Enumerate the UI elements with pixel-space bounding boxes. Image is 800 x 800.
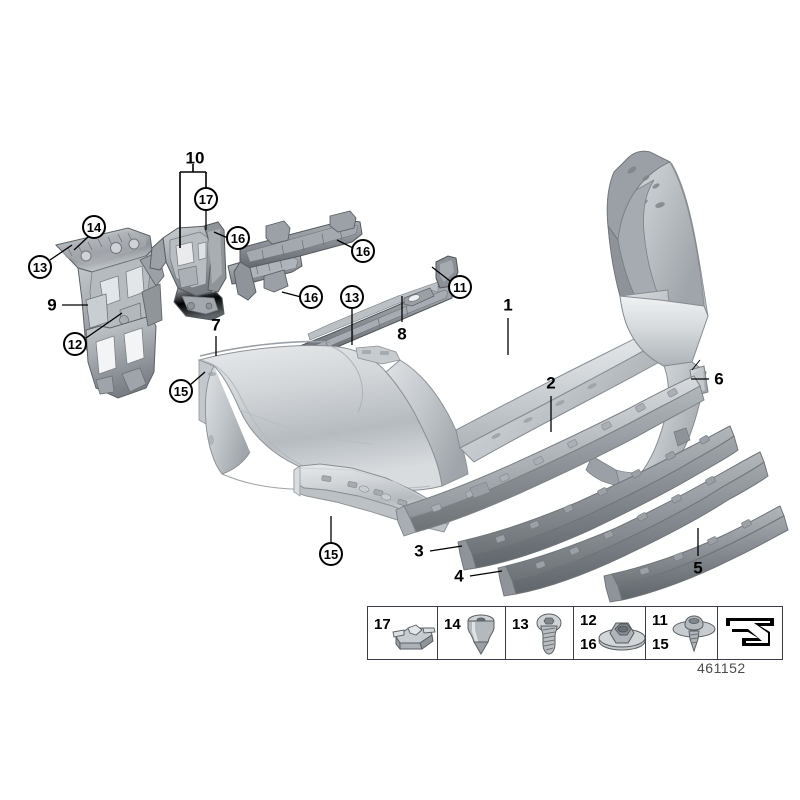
callout-leader-lines: [49, 211, 709, 577]
leader-line-16: [281, 291, 302, 298]
callout-7: 7: [211, 315, 221, 335]
legend-cell-11-15: 11 15: [646, 607, 718, 659]
callout-16-circled: 16: [351, 239, 375, 263]
legend-label-15: 15: [652, 636, 669, 653]
leader-line-4: [469, 570, 503, 577]
plastic-push-rivet-icon: [672, 615, 716, 653]
part-2-lower-bumper-trim-strip-upper: [395, 375, 705, 537]
upper-guide-rail: [233, 210, 363, 301]
leader-line-15: [189, 371, 206, 386]
part-5-bumper-trim-strip-bottom: [603, 505, 789, 603]
part-10-bumper-guide-mounting-assembly: [149, 221, 303, 321]
legend-label-17: 17: [374, 616, 391, 633]
part-8-impact-carrier-crossmember: [285, 255, 459, 389]
part-4-bumper-trim-strip-lower: [497, 451, 769, 597]
legend-cell-12-16: 12 16: [574, 607, 646, 659]
legend-label-14: 14: [444, 616, 461, 633]
legend-label-16: 16: [580, 636, 597, 653]
part-3-bumper-trim-strip-middle: [457, 425, 739, 571]
callout-3: 3: [414, 541, 424, 561]
callout-9: 9: [47, 295, 57, 315]
drawing-number: 461152: [697, 660, 746, 676]
expanding-rivet-icon: [467, 614, 495, 655]
callout-12-circled: 12: [63, 332, 87, 356]
legend-label-13: 13: [512, 616, 529, 633]
torx-screw-icon: [536, 613, 562, 655]
callout-15-circled: 15: [169, 379, 193, 403]
flange-nut-icon: [598, 622, 646, 651]
leader-line-3: [429, 545, 463, 552]
callout-1: 1: [503, 295, 513, 315]
callout-5: 5: [693, 558, 703, 578]
callout-10: 10: [185, 148, 205, 168]
callout-8: 8: [397, 324, 407, 344]
legend-cell-14: 14: [438, 607, 506, 659]
callout-14-circled: 14: [82, 215, 106, 239]
bracket-symbol-icon: [726, 618, 774, 646]
callout-15-circled: 15: [319, 542, 343, 566]
callout-13-circled: 13: [28, 255, 52, 279]
leader-line-11: [431, 266, 451, 282]
legend-cell-17: 17: [368, 607, 438, 659]
callout-6: 6: [714, 369, 724, 389]
callout-2: 2: [546, 373, 556, 393]
callout-11-circled: 11: [448, 275, 472, 299]
callout-4: 4: [454, 566, 464, 586]
callout-16-circled: 16: [226, 226, 250, 250]
part-1-rear-bumper-trim-panel: [455, 150, 709, 488]
leader-line-13: [49, 244, 73, 261]
callout-16-circled: 16: [299, 285, 323, 309]
callout-17-circled: 17: [194, 187, 218, 211]
legend-cell-13: 13: [506, 607, 574, 659]
part-7-bumper-side-section-left: [199, 340, 331, 357]
legend-cell-bracket-symbol: [718, 607, 784, 659]
spring-nut-clip-icon: [392, 624, 436, 651]
part-9-bumper-side-mounting-bracket: [55, 227, 165, 399]
leader-line-12: [85, 312, 123, 339]
fastener-legend-box: 17 14 13: [367, 606, 783, 660]
legend-label-11: 11: [652, 612, 668, 629]
callout-13-circled: 13: [340, 285, 364, 309]
leader-line-16: [336, 239, 354, 249]
legend-label-12: 12: [580, 612, 597, 629]
leader-line-14: [73, 236, 89, 251]
leader-line-16: [213, 231, 229, 239]
